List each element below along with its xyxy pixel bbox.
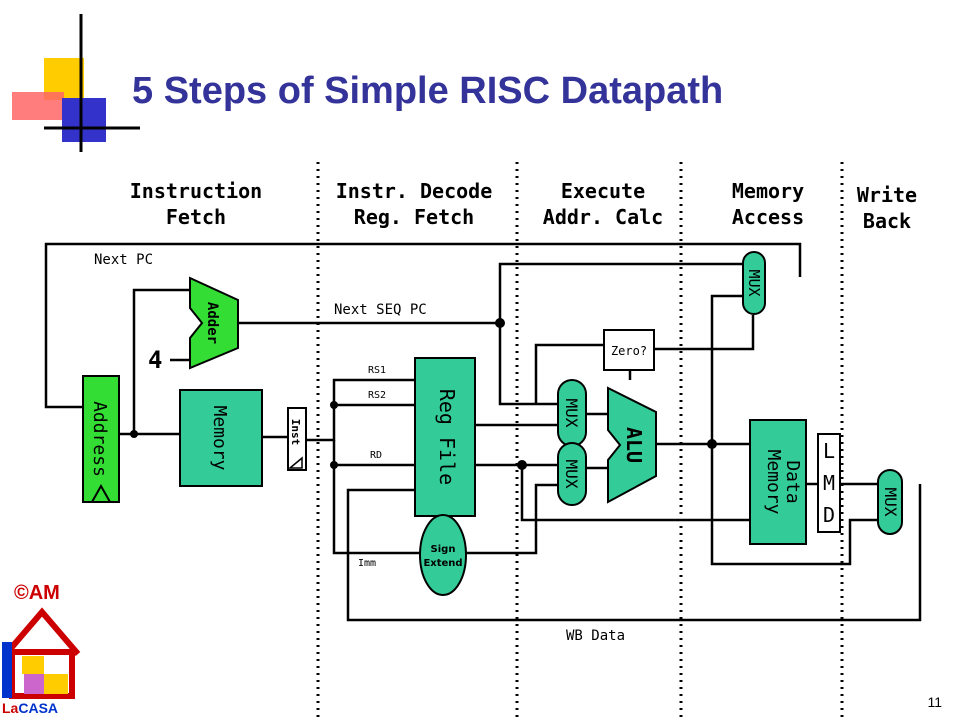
stage-label-writeback: Write Back bbox=[856, 183, 918, 233]
rs2-label: RS2 bbox=[368, 390, 386, 401]
slide-number: 11 bbox=[927, 694, 942, 710]
reg-file-label: Reg File bbox=[435, 389, 459, 485]
rd-label: RD bbox=[370, 450, 382, 461]
mux-b-label: MUX bbox=[562, 460, 581, 489]
mux-pc-shape bbox=[742, 251, 766, 315]
stage-label-fetch: Instruction Fetch bbox=[129, 179, 263, 229]
next-pc-label: Next PC bbox=[94, 252, 153, 268]
data-memory bbox=[749, 419, 807, 545]
adder-shape bbox=[189, 276, 239, 370]
adder-label: Adder bbox=[204, 302, 220, 344]
slide-title: 5 Steps of Simple RISC Datapath bbox=[132, 70, 724, 112]
memory-label: Memory bbox=[209, 405, 230, 470]
lmd-label-d: D bbox=[823, 503, 835, 527]
data-memory-label-1: Data bbox=[782, 460, 803, 503]
lmd-label-l: L bbox=[823, 439, 835, 463]
alu-shape bbox=[607, 386, 657, 504]
lacasa-logo-text-2: CASA bbox=[18, 700, 59, 716]
stage-label-decode: Instr. Decode Reg. Fetch bbox=[335, 179, 493, 229]
mux-a-label: MUX bbox=[562, 399, 581, 428]
mux-wb-shape bbox=[877, 469, 903, 535]
lacasa-logo bbox=[2, 607, 81, 699]
address-label: Address bbox=[89, 401, 110, 477]
zero-label: Zero? bbox=[611, 344, 647, 358]
address-register bbox=[82, 375, 120, 503]
decorative-corner-graphic bbox=[12, 14, 140, 152]
sign-extend-label-2: Extend bbox=[423, 558, 462, 569]
inst-label: Inst bbox=[289, 419, 302, 446]
lmd-label-m: M bbox=[823, 471, 835, 495]
stage-label-execute: Execute Addr. Calc bbox=[542, 179, 664, 229]
mux-pc-label: MUX bbox=[745, 269, 763, 296]
rs1-label: RS1 bbox=[368, 365, 386, 376]
instruction-memory bbox=[179, 389, 263, 487]
lacasa-logo-text-1: La bbox=[2, 700, 19, 716]
alu-label: ALU bbox=[622, 427, 646, 463]
zero-detect bbox=[603, 329, 655, 371]
register-file bbox=[414, 357, 476, 517]
copyright-text: ©AM bbox=[14, 582, 60, 604]
wb-data-label: WB Data bbox=[566, 628, 625, 644]
sign-extend-label-1: Sign bbox=[431, 544, 456, 555]
constant-four: 4 bbox=[148, 346, 162, 374]
next-seq-pc-label: Next SEQ PC bbox=[334, 302, 427, 318]
stage-label-memory: Memory Access bbox=[731, 179, 805, 229]
mux-wb-label: MUX bbox=[881, 488, 900, 517]
imm-label: Imm bbox=[358, 558, 376, 569]
mux-b-shape bbox=[557, 442, 587, 506]
sign-extend-unit bbox=[419, 514, 467, 596]
data-memory-label-2: Memory bbox=[763, 449, 784, 514]
lacasa-logo-text: LaCASA bbox=[2, 700, 58, 716]
lmd-register bbox=[817, 433, 841, 533]
inst-register bbox=[287, 407, 307, 471]
